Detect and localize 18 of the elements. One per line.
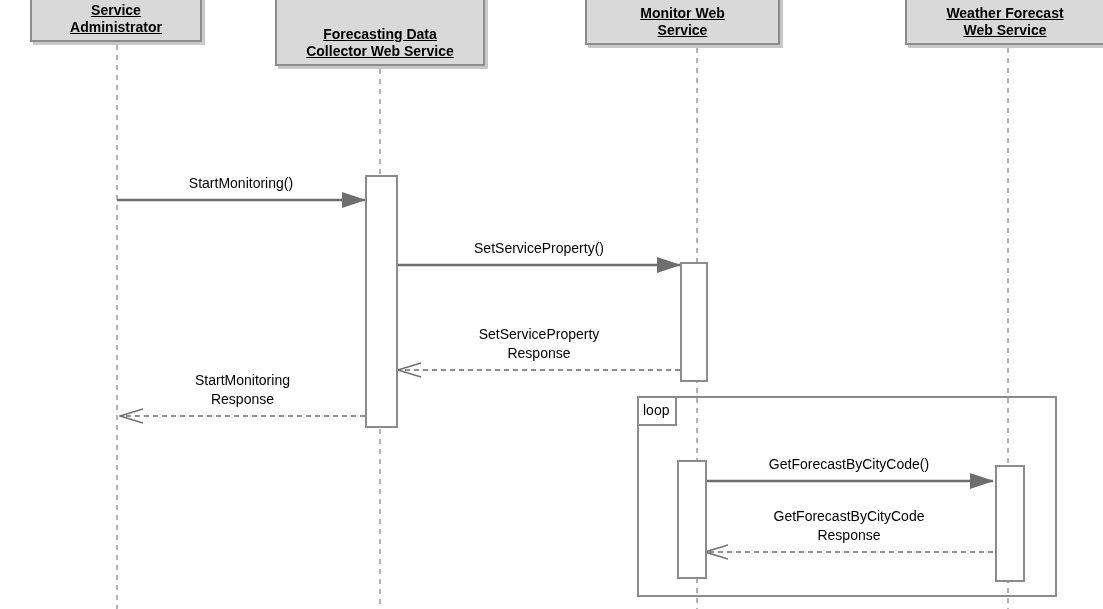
message-arrow xyxy=(398,257,681,273)
participant-name: Monitor Web Service xyxy=(639,5,726,39)
lifeline-header-box xyxy=(275,0,485,66)
activation-bar xyxy=(677,460,707,579)
participant-name: Forecasting Data Collector Web Service xyxy=(305,26,455,60)
activation-bar xyxy=(680,262,708,382)
return-message-arrow xyxy=(119,408,366,424)
activation-bar xyxy=(365,175,398,428)
lifeline-header-box xyxy=(905,0,1103,45)
loop-label: loop xyxy=(639,398,678,426)
loop-frame xyxy=(637,396,1057,597)
message-arrow xyxy=(117,192,366,208)
lifeline-header-box xyxy=(585,0,780,45)
participant-name: Service Administrator xyxy=(69,2,163,36)
lifeline-header-box xyxy=(30,0,202,42)
return-message-arrow xyxy=(397,362,681,378)
activation-bar xyxy=(995,465,1025,582)
participant-name: Weather Forecast Web Service xyxy=(945,5,1065,39)
